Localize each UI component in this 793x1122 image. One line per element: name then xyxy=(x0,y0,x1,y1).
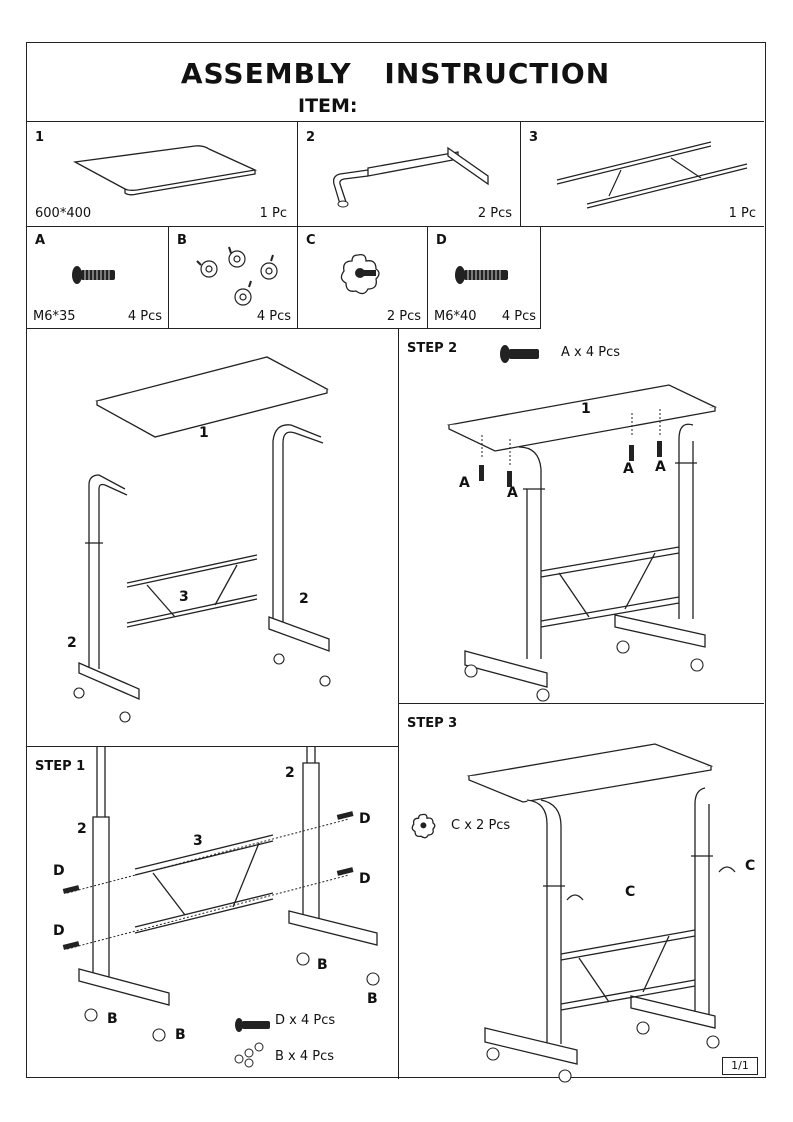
screw-d-label: D xyxy=(359,871,371,887)
step-legend: C x 2 Pcs xyxy=(451,818,511,833)
item-label: ITEM: xyxy=(298,95,358,117)
step-title: STEP 2 xyxy=(407,341,458,356)
step-1-panel: STEP 1 xyxy=(27,747,398,1079)
part-3-cell: 3 1 Pc xyxy=(520,122,764,227)
screw-d-label: D xyxy=(359,811,371,827)
desktop-panel-icon xyxy=(67,140,267,200)
step-legend: A x 4 Pcs xyxy=(561,345,621,360)
side-frame-label: 2 xyxy=(285,765,295,781)
step3-drawing xyxy=(399,704,765,1079)
step-title: STEP 3 xyxy=(407,716,458,731)
hardware-letter: D xyxy=(436,233,447,248)
knob-icon xyxy=(409,812,439,840)
part-number: 2 xyxy=(306,130,316,145)
part-top-label: 1 xyxy=(581,401,591,417)
hardware-qty: 4 Pcs xyxy=(256,309,291,324)
part-size: 600*400 xyxy=(35,206,92,221)
caster-b-label: B xyxy=(175,1027,186,1043)
hardware-letter: C xyxy=(306,233,316,248)
side-frame-icon xyxy=(328,134,508,214)
caster-b-label: B xyxy=(367,991,378,1007)
hardware-letter: B xyxy=(177,233,187,248)
part-qty: 1 Pc xyxy=(728,206,756,221)
knob-c-label: C xyxy=(625,884,636,900)
step-2-panel: STEP 2 A x 4 Pcs xyxy=(398,329,764,704)
hardware-qty: 4 Pcs xyxy=(501,309,536,324)
knob-icon xyxy=(336,251,386,297)
exploded-overview: 1 2 2 3 xyxy=(27,329,398,747)
hardware-letter: A xyxy=(35,233,46,248)
part-brace-label: 3 xyxy=(179,589,189,605)
hardware-qty: 2 Pcs xyxy=(386,309,421,324)
caster-wheel-icon xyxy=(189,241,289,311)
part-number: 3 xyxy=(529,130,539,145)
part-number: 1 xyxy=(35,130,45,145)
screw-d-label: D xyxy=(53,923,65,939)
part-side-label: 2 xyxy=(299,591,309,607)
part-1-cell: 1 600*400 1 Pc xyxy=(27,122,297,227)
screw-a-icon xyxy=(72,266,115,284)
knob-c-label: C xyxy=(745,858,756,874)
legend-b: B x 4 Pcs xyxy=(275,1049,335,1064)
screw-d-icon xyxy=(455,266,508,284)
hardware-d-cell: D M6*40 4 Pcs xyxy=(427,227,541,329)
screw-a-label: A xyxy=(623,461,634,477)
step-title: STEP 1 xyxy=(35,759,86,774)
page-number: 1/1 xyxy=(722,1057,758,1075)
exploded-table-drawing xyxy=(27,329,398,747)
hardware-size: M6*35 xyxy=(33,309,76,324)
hardware-a-cell: A M6*35 4 Pcs xyxy=(27,227,168,329)
caster-b-label: B xyxy=(317,957,328,973)
step2-drawing xyxy=(399,329,765,704)
crossbar-label: 3 xyxy=(193,833,203,849)
screw-d-label: D xyxy=(53,863,65,879)
hardware-size: M6*40 xyxy=(434,309,477,324)
header: ASSEMBLY INSTRUCTION ITEM: xyxy=(27,43,764,122)
step1-drawing xyxy=(62,747,398,1079)
part-qty: 1 Pc xyxy=(259,206,287,221)
screw-a-label: A xyxy=(655,459,666,475)
screw-a-icon xyxy=(500,345,539,363)
page-title: ASSEMBLY INSTRUCTION xyxy=(180,57,611,90)
instruction-sheet: ASSEMBLY INSTRUCTION ITEM: 1 600*400 1 P… xyxy=(26,42,766,1078)
legend-d: D x 4 Pcs xyxy=(275,1013,336,1028)
part-top-label: 1 xyxy=(199,425,209,441)
part-qty: 2 Pcs xyxy=(477,206,512,221)
screw-a-label: A xyxy=(459,475,470,491)
hardware-qty: 4 Pcs xyxy=(127,309,162,324)
hardware-c-cell: C 2 Pcs xyxy=(297,227,427,329)
part-side-label: 2 xyxy=(67,635,77,651)
hardware-b-cell: B 4 Pcs xyxy=(168,227,297,329)
step-3-panel: STEP 3 C x 2 Pcs xyxy=(398,704,764,1079)
screw-a-label: A xyxy=(507,485,518,501)
caster-b-label: B xyxy=(107,1011,118,1027)
side-frame-label: 2 xyxy=(77,821,87,837)
crossbar-icon xyxy=(551,136,751,206)
part-2-cell: 2 2 Pcs xyxy=(297,122,520,227)
